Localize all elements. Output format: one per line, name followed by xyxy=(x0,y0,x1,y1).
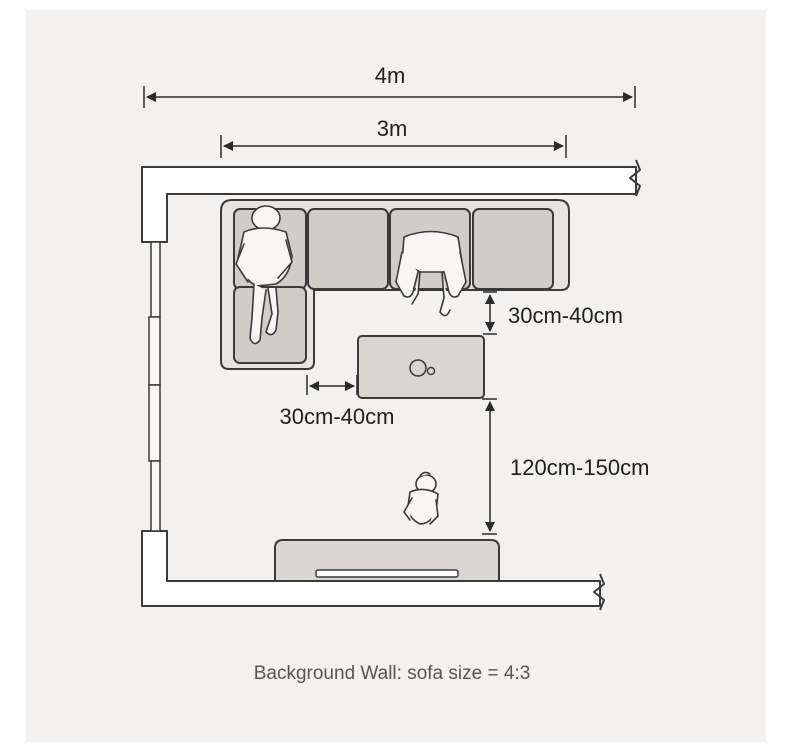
person-lounging-icon xyxy=(235,205,293,345)
dimension-3m: 3m xyxy=(220,116,567,158)
tv-icon xyxy=(315,569,459,578)
dimension-sofa-table-label: 30cm-40cm xyxy=(508,303,623,328)
dimension-side-table-label: 30cm-40cm xyxy=(280,404,395,429)
coffee-table xyxy=(357,335,485,399)
caption: Background Wall: sofa size = 4:3 xyxy=(254,663,531,684)
tv-cabinet xyxy=(274,539,500,582)
person-seated-icon xyxy=(395,230,467,317)
window xyxy=(148,241,161,532)
cup-icon xyxy=(409,359,427,377)
child-figure-icon xyxy=(403,471,439,525)
dimension-4m-label: 4m xyxy=(375,63,406,88)
dimension-4m: 4m xyxy=(143,63,636,108)
dimension-table-tv-label: 120cm-150cm xyxy=(510,455,649,480)
dimension-side-table: 30cm-40cm xyxy=(280,375,395,429)
dimension-table-tv: 120cm-150cm xyxy=(482,398,649,535)
dimension-3m-label: 3m xyxy=(377,116,408,141)
room-walls xyxy=(141,159,641,611)
dimension-sofa-table: 30cm-40cm xyxy=(483,291,623,335)
